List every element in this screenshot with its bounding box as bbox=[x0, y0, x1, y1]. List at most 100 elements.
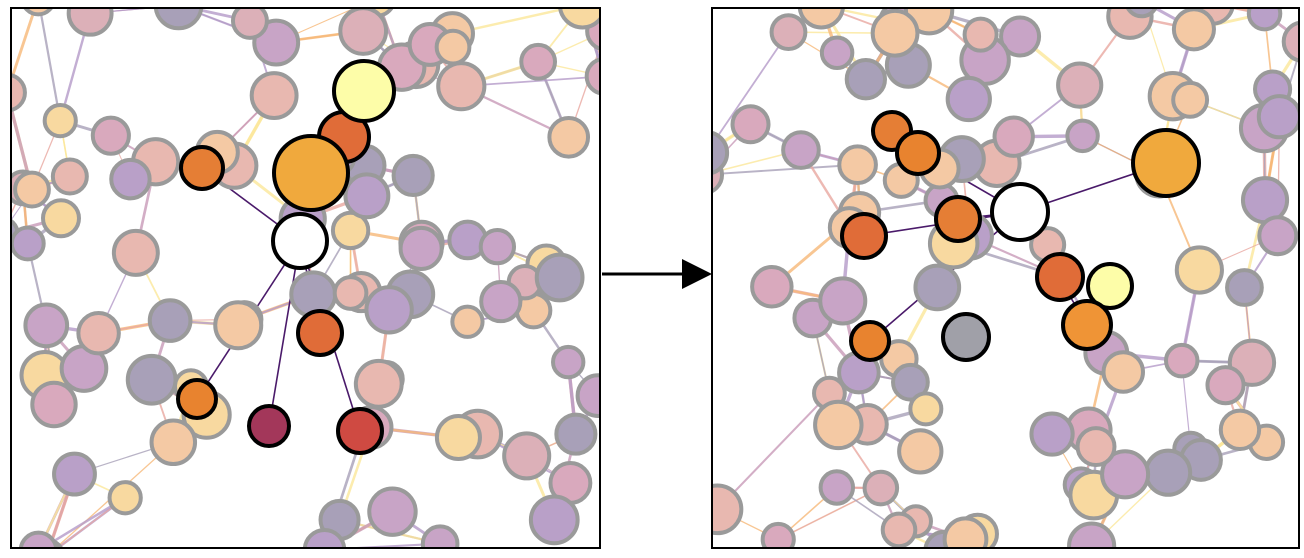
network-node bbox=[818, 276, 868, 326]
network-node bbox=[434, 413, 482, 462]
network-node bbox=[434, 28, 472, 66]
network-node bbox=[11, 225, 46, 262]
highlighted-node bbox=[941, 312, 991, 362]
highlighted-node bbox=[272, 134, 350, 212]
network-node bbox=[367, 486, 418, 537]
panel-frame-before bbox=[10, 7, 601, 549]
network-node bbox=[1246, 8, 1283, 32]
highlighted-node bbox=[179, 145, 225, 191]
highlighted-node bbox=[934, 195, 982, 243]
network-node bbox=[50, 157, 89, 196]
network-node bbox=[897, 428, 944, 475]
network-node bbox=[1075, 426, 1117, 468]
highlighted-node bbox=[840, 212, 888, 260]
network-node bbox=[40, 198, 81, 239]
network-node bbox=[109, 157, 152, 201]
network-node bbox=[289, 270, 338, 319]
network-node bbox=[1225, 268, 1264, 307]
network-node bbox=[528, 494, 580, 546]
network-node bbox=[125, 353, 178, 406]
network-node bbox=[797, 8, 845, 30]
network-node bbox=[76, 310, 121, 356]
network-node bbox=[302, 527, 347, 548]
highlighted-node bbox=[296, 309, 344, 357]
network-node bbox=[818, 469, 856, 506]
network-node bbox=[22, 8, 54, 17]
focus-node bbox=[271, 212, 329, 270]
network-node bbox=[819, 35, 855, 71]
highlighted-node bbox=[1086, 262, 1134, 310]
network-node bbox=[891, 362, 930, 402]
network-node bbox=[769, 13, 808, 52]
highlighted-node bbox=[895, 130, 941, 176]
network-panel-before bbox=[11, 0, 600, 548]
network-node bbox=[1163, 342, 1200, 379]
network-node bbox=[730, 104, 771, 145]
network-node bbox=[42, 103, 78, 139]
network-node bbox=[343, 172, 391, 220]
network-node bbox=[66, 8, 114, 37]
network-edge bbox=[38, 0, 178, 5]
network-node bbox=[908, 391, 944, 427]
network-node bbox=[554, 412, 598, 456]
network-node bbox=[1106, 8, 1154, 40]
network-node bbox=[338, 8, 389, 56]
network-node bbox=[750, 264, 794, 309]
network-node bbox=[398, 225, 444, 272]
network-node bbox=[712, 483, 744, 536]
network-node bbox=[332, 275, 369, 311]
network-node bbox=[913, 263, 962, 312]
network-panel-after bbox=[703, 1, 1299, 548]
panel-frame-after bbox=[711, 7, 1300, 549]
highlighted-node bbox=[1035, 252, 1085, 302]
network-node bbox=[558, 8, 600, 30]
network-node bbox=[813, 399, 864, 451]
network-edge bbox=[703, 153, 706, 175]
network-node bbox=[450, 304, 485, 339]
focus-node bbox=[990, 182, 1050, 242]
highlight-edge bbox=[268, 240, 301, 427]
network-edge bbox=[712, 163, 858, 176]
network-node bbox=[249, 71, 299, 120]
highlighted-node bbox=[336, 407, 384, 455]
node-layer bbox=[11, 8, 600, 548]
network-node bbox=[23, 302, 70, 349]
network-node bbox=[1281, 20, 1299, 63]
node-layer bbox=[712, 8, 1299, 548]
network-node bbox=[153, 8, 204, 31]
network-node bbox=[1029, 411, 1075, 457]
network-node bbox=[391, 153, 435, 198]
network-node bbox=[1125, 8, 1158, 19]
network-edge bbox=[38, 0, 178, 5]
network-node bbox=[1065, 118, 1100, 154]
network-node bbox=[420, 524, 460, 548]
network-node bbox=[147, 298, 193, 343]
network-edge bbox=[777, 487, 882, 541]
network-node bbox=[942, 516, 989, 548]
network-node bbox=[52, 451, 97, 497]
network-node bbox=[551, 344, 586, 380]
network-node bbox=[90, 115, 131, 156]
network-node bbox=[18, 530, 59, 548]
network-node bbox=[230, 8, 269, 40]
network-node bbox=[962, 16, 999, 53]
network-node bbox=[111, 228, 160, 277]
network-node bbox=[844, 58, 887, 101]
network-node bbox=[213, 300, 264, 351]
network-node bbox=[364, 285, 414, 335]
network-node bbox=[11, 73, 27, 113]
network-edge bbox=[716, 392, 831, 511]
network-node bbox=[547, 115, 591, 159]
network-node bbox=[837, 144, 878, 186]
network-node bbox=[519, 42, 558, 81]
network-edge bbox=[38, 8, 62, 121]
network-node bbox=[880, 511, 918, 548]
network-node bbox=[945, 75, 992, 123]
network-node bbox=[1218, 408, 1262, 451]
network-node bbox=[30, 380, 78, 429]
highlighted-node bbox=[1061, 299, 1113, 351]
network-edge bbox=[1142, 1, 1213, 4]
highlighted-node bbox=[247, 404, 291, 448]
highlighted-node bbox=[1131, 128, 1201, 198]
